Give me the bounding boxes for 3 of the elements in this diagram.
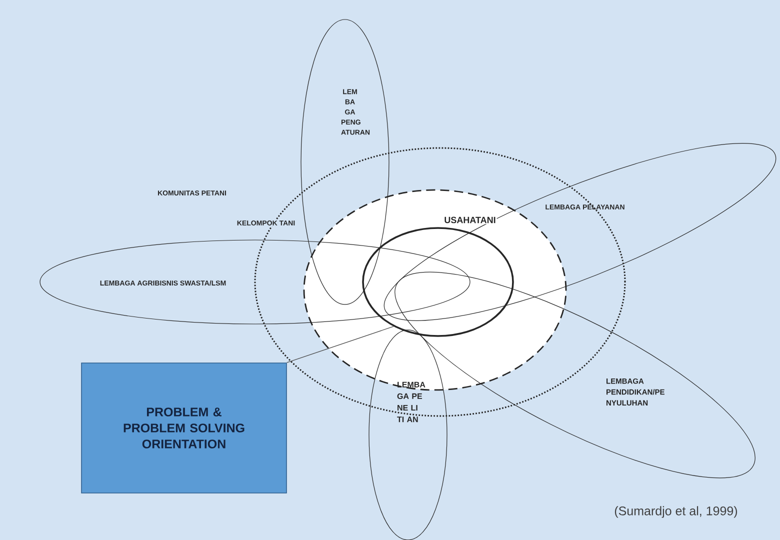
text-box: PROBLEM & PROBLEM SOLVING ORIENTATION <box>81 362 287 494</box>
node-label: USAHATANI <box>444 216 496 224</box>
citation-text: (Sumardjo et al, 1999) <box>614 506 738 518</box>
